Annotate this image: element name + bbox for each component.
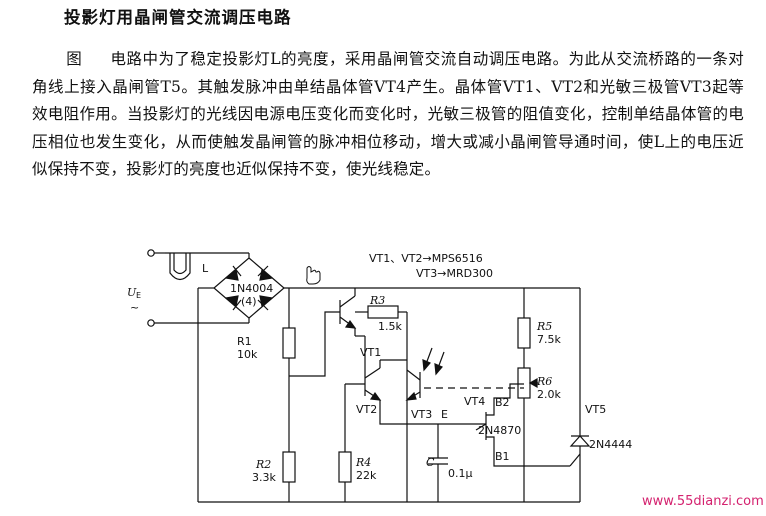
label-b2: B2 [495,396,510,409]
terminal-bottom [147,319,155,327]
label-r3-name: R3 [369,294,385,307]
resistor-r3 [367,305,399,319]
label-r2-value: 3.3k [252,471,276,484]
label-r6-value: 2.0k [537,388,561,401]
label-r5-name: R5 [536,320,552,333]
label-vt4-part: 2N4870 [478,424,521,437]
page-title: 投影灯用晶闸管交流调压电路 [64,8,292,27]
ujt-vt4 [475,383,570,467]
label-supply-tilde: ~ [130,301,139,314]
label-r4-name: R4 [355,456,371,469]
label-r5-value: 7.5k [537,333,561,346]
label-r6-name: R6 [536,375,552,388]
label-b1: B1 [495,450,510,463]
resistor-r4 [338,451,352,483]
label-vt1: VT1 [360,346,381,359]
pointer-hand-icon [306,266,321,285]
label-bridge-part: 1N4004 [230,282,273,295]
label-vt5-part: 2N4444 [589,438,632,451]
label-vt3: VT3 [411,408,432,421]
label-lamp: L [202,262,209,275]
label-emitter: E [441,408,448,421]
resistor-r2 [282,451,296,483]
label-bridge-qty: (4) [241,295,257,308]
lamp-l [165,252,195,281]
label-r4-value: 22k [356,469,377,482]
terminal-top [147,249,155,257]
label-r1-value: 10k [237,348,258,361]
label-r1-name: R1 [237,335,252,348]
label-c-name: C [426,456,435,469]
description-text: 电路中为了稳定投影灯L的亮度，采用晶闸管交流自动调压电路。为此从交流桥路的一条对… [32,50,744,178]
label-vt5: VT5 [585,403,606,416]
label-r2-name: R2 [255,458,271,471]
resistor-r5 [517,317,531,349]
transistor-vt1 [339,288,357,329]
label-r3-value: 1.5k [378,320,402,333]
label-vt4: VT4 [464,395,485,408]
legend-line-2: VT3→MRD300 [416,267,493,280]
potentiometer-r6 [517,367,531,399]
transistor-vt2 [364,359,407,401]
label-supply-sub: E [136,291,141,300]
label-vt2: VT2 [356,403,377,416]
label-c-value: 0.1μ [448,467,473,480]
watermark: www.55dianzi.com [642,494,764,509]
scr-vt5 [569,430,591,502]
phototransistor-vt3 [405,347,445,502]
bridge-rectifier [213,253,285,323]
description-paragraph: 图电路中为了稳定投影灯L的亮度，采用晶闸管交流自动调压电路。为此从交流桥路的一条… [32,46,744,184]
legend-line-1: VT1、VT2→MPS6516 [369,252,483,265]
resistor-r1 [282,327,296,359]
figure-word: 图 [66,50,83,68]
label-supply: U [127,286,137,299]
